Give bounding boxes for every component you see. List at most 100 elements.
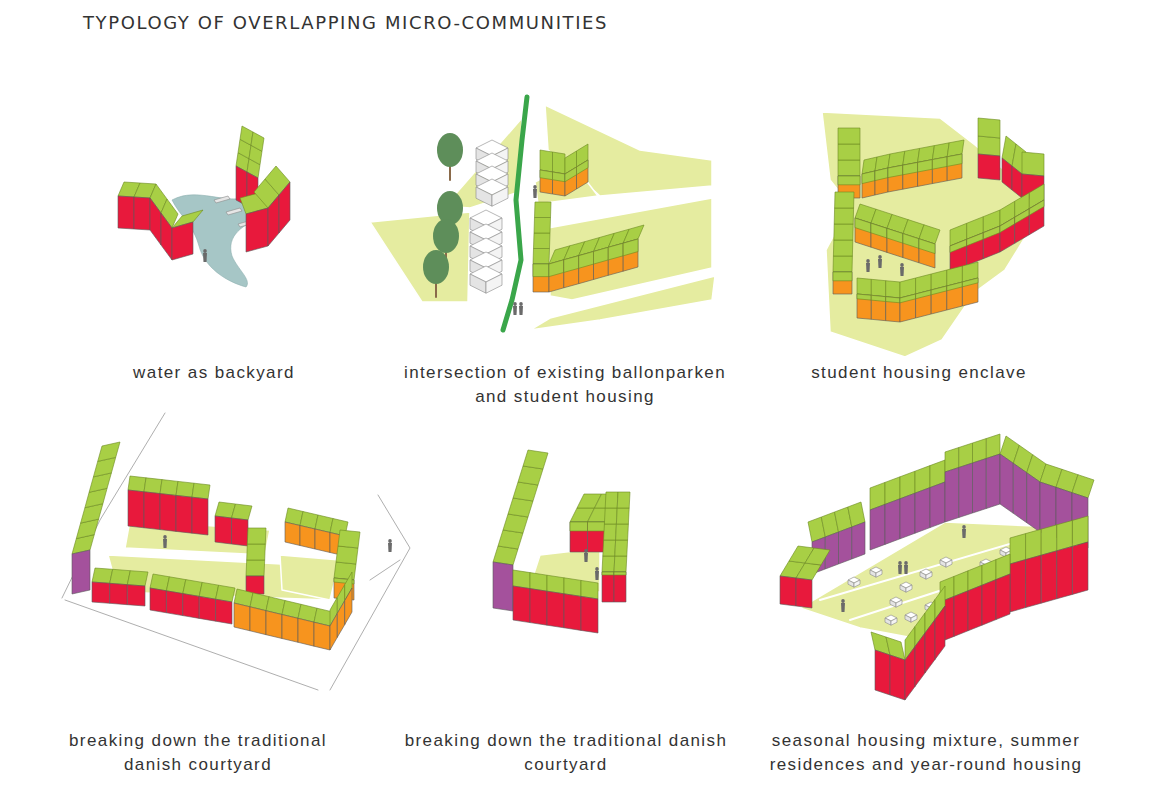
facade	[875, 168, 888, 195]
roof	[518, 466, 543, 485]
facade	[885, 499, 900, 545]
facade	[916, 290, 932, 318]
person-head	[595, 567, 599, 571]
facade	[1010, 560, 1026, 612]
facade	[903, 234, 919, 263]
roof	[616, 524, 629, 540]
facade	[862, 171, 875, 198]
facade	[594, 247, 609, 279]
person-body	[904, 565, 908, 574]
person-body	[584, 553, 588, 562]
facade	[925, 620, 935, 674]
facade	[315, 529, 330, 553]
facade	[150, 198, 161, 245]
facade-upper	[947, 154, 962, 166]
facade-upper	[623, 239, 638, 256]
facade	[1000, 454, 1013, 513]
facade	[234, 603, 250, 631]
facade	[1072, 542, 1088, 594]
person-head	[584, 549, 588, 553]
facade	[337, 601, 344, 638]
facade-upper	[947, 282, 963, 291]
facade-upper	[533, 264, 549, 277]
facade	[513, 586, 530, 623]
facade	[930, 482, 945, 528]
facade-upper	[838, 176, 860, 185]
facade	[935, 606, 945, 660]
caption: student housing enclave	[779, 361, 1059, 385]
roof	[838, 160, 860, 176]
facade-upper	[919, 239, 935, 254]
facade	[565, 167, 577, 196]
person-body	[388, 543, 392, 552]
facade	[110, 583, 128, 604]
green-path	[503, 97, 527, 330]
facade	[871, 223, 887, 252]
facade	[547, 591, 564, 628]
facade	[996, 574, 1010, 620]
facade	[570, 522, 588, 552]
cube-side	[946, 560, 952, 567]
roof	[564, 578, 581, 597]
facade	[540, 170, 553, 194]
roof	[602, 556, 615, 572]
person-body	[163, 539, 167, 548]
roof	[857, 278, 871, 295]
person-head	[388, 539, 392, 543]
cube-side	[900, 585, 906, 592]
facade-upper	[983, 226, 1000, 239]
facade	[608, 243, 623, 275]
roof	[81, 504, 103, 523]
roof	[127, 571, 148, 586]
street-line	[370, 560, 400, 580]
roof	[1072, 516, 1088, 546]
roof	[128, 476, 146, 492]
roof	[796, 563, 821, 580]
roof	[886, 281, 900, 298]
facade-upper	[602, 572, 614, 575]
facade	[282, 615, 298, 643]
facade	[161, 213, 172, 260]
facade	[268, 195, 279, 246]
facade	[588, 522, 606, 552]
facade-upper	[579, 252, 594, 269]
facade-upper	[1029, 200, 1044, 215]
person-body	[203, 253, 207, 262]
roof	[978, 136, 1000, 156]
cube-side	[940, 560, 946, 567]
facade	[215, 516, 232, 544]
facade-upper	[549, 260, 564, 277]
facade	[127, 585, 145, 606]
facade	[1013, 463, 1026, 522]
person-head	[533, 185, 537, 189]
roof	[1057, 520, 1073, 550]
roof	[240, 126, 253, 145]
facade	[250, 607, 266, 635]
cube-side	[911, 615, 917, 622]
person-body	[841, 603, 845, 612]
facade-upper	[887, 228, 903, 243]
facade	[947, 282, 963, 310]
caption: breaking down the traditional danish cou…	[374, 729, 759, 777]
roof	[334, 562, 356, 580]
roof	[603, 540, 616, 556]
facade	[1015, 209, 1030, 244]
person-head	[900, 263, 904, 267]
facade	[614, 572, 626, 602]
facade	[246, 576, 264, 594]
facade-upper	[855, 218, 871, 233]
roof	[246, 560, 265, 576]
roof	[513, 482, 538, 501]
facade-upper	[903, 162, 918, 174]
roof	[605, 492, 618, 508]
facade	[967, 233, 984, 266]
street-line	[330, 495, 410, 690]
roof	[616, 508, 629, 524]
roof	[251, 132, 264, 151]
facade	[978, 154, 1000, 180]
ground-area	[545, 105, 712, 196]
facade	[915, 633, 925, 687]
facade	[945, 468, 959, 523]
roof	[533, 249, 550, 265]
roof	[85, 488, 107, 507]
